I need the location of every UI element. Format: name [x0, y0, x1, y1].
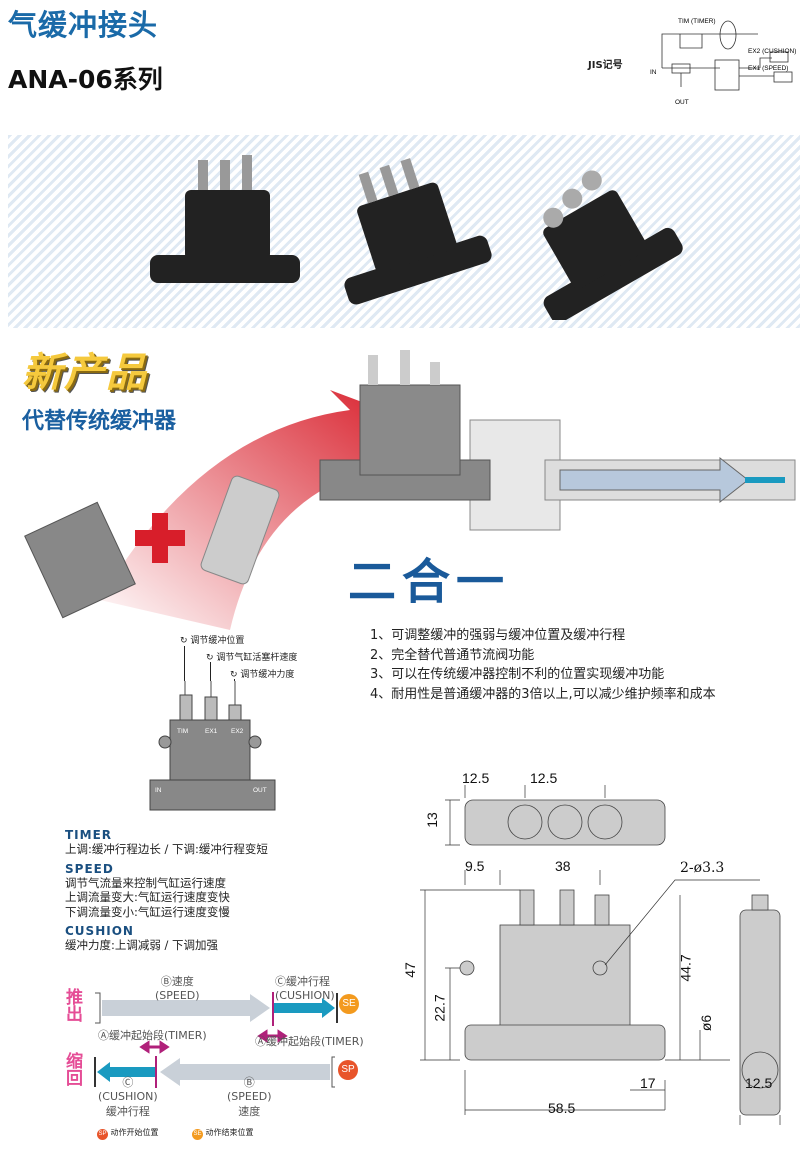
dim-12-5-side: 12.5 [745, 1075, 773, 1091]
product-photos [150, 155, 683, 320]
speed-label-bottom: Ⓑ(SPEED)速度 [227, 1076, 272, 1118]
svg-text:EX2: EX2 [231, 728, 244, 735]
new-product-badge: 新产品 [22, 350, 148, 396]
svg-text:EX1: EX1 [205, 728, 218, 735]
dim-13: 13 [423, 812, 440, 828]
dim-47: 47 [401, 962, 418, 978]
svg-text:TIM: TIM [177, 728, 188, 735]
sp-legend: SP 动作开始位置 [97, 1127, 159, 1140]
jis-tim-label: TIM (TIMER) [678, 18, 716, 25]
explanation-sections: TIMER 上调:缓冲行程边长 / 下调:缓冲行程变短 SPEED 调节气流量来… [65, 828, 268, 952]
svg-text:IN: IN [155, 787, 162, 794]
cushion-label-bottom: Ⓒ(CUSHION)缓冲行程 [98, 1076, 158, 1118]
timer-label-retract: Ⓐ缓冲起始段(TIMER) [98, 1029, 207, 1042]
dim-44-7: 44.7 [677, 954, 694, 982]
retract-label: 缩回 [66, 1052, 83, 1089]
timer-label-push: Ⓐ缓冲起始段(TIMER) [255, 1035, 364, 1048]
sp-badge: SP [338, 1060, 358, 1080]
jis-symbol-diagram: TIM (TIMER) IN OUT EX2 (CUSHION) EX1 (SP… [650, 18, 796, 106]
dim-9-5: 9.5 [465, 858, 485, 874]
leader-line [184, 646, 185, 681]
two-in-one-slogan: 二合一 [348, 554, 511, 610]
feature-list: 1、可调整缓冲的强弱与缓冲位置及缓冲行程 2、完全替代普通节流阀功能 3、可以在… [370, 626, 716, 704]
svg-text:OUT: OUT [253, 787, 267, 794]
jis-out-label: OUT [675, 99, 689, 106]
dim-12-5-b: 12.5 [530, 770, 558, 786]
cushion-label-top: Ⓒ缓冲行程(CUSHION) [275, 975, 335, 1002]
dim-58-5: 58.5 [548, 1100, 576, 1116]
feature-item: 2、完全替代普通节流阀功能 [370, 647, 535, 663]
dim-17: 17 [640, 1075, 656, 1091]
se-legend: SE 动作结束位置 [192, 1127, 254, 1140]
callout-speed: ↻ 调节气缸活塞杆速度 [206, 653, 298, 663]
cushion-heading: CUSHION [65, 924, 134, 938]
callout-cushion: ↻ 调节缓冲力度 [230, 670, 295, 680]
dim-12-5-a: 12.5 [462, 770, 490, 786]
dim-hole: 2-ø3.3 [680, 860, 725, 876]
feature-item: 1、可调整缓冲的强弱与缓冲位置及缓冲行程 [370, 628, 626, 643]
series-title: ANA-06系列 [8, 65, 163, 94]
speed-label-top: Ⓑ速度(SPEED) [155, 975, 200, 1002]
promo-illustration [24, 350, 796, 630]
speed-heading: SPEED [65, 861, 114, 876]
feature-item: 3、可以在传统缓冲器控制不利的位置实现缓冲功能 [370, 667, 665, 682]
leader-line [234, 679, 235, 681]
push-label: 推出 [66, 988, 83, 1025]
timer-heading: TIMER [65, 828, 113, 842]
callout-position: ↻ 调节缓冲位置 [180, 636, 245, 646]
leader-line [210, 662, 211, 681]
feature-item: 4、耐用性是普通缓冲器的3倍以上,可以减少维护频率和成本 [370, 686, 716, 702]
replace-slogan: 代替传统缓冲器 [22, 409, 177, 434]
dimension-drawing [420, 785, 781, 1125]
se-badge: SE [339, 994, 359, 1014]
dim-38: 38 [555, 858, 571, 874]
jis-ex2-label: EX2 (CUSHION) [748, 48, 796, 55]
jis-ex1-label: EX1 (SPEED) [748, 65, 788, 72]
dim-22-7: 22.7 [431, 994, 448, 1022]
part-diagram: TIM EX1 EX2 IN OUT [149, 681, 276, 811]
flow-diagram [94, 992, 338, 1088]
dim-phi6: ø6 [698, 1014, 715, 1032]
jis-in-label: IN [650, 69, 657, 76]
page-title: 气缓冲接头 [8, 8, 159, 42]
jis-label: JIS记号 [588, 60, 623, 71]
